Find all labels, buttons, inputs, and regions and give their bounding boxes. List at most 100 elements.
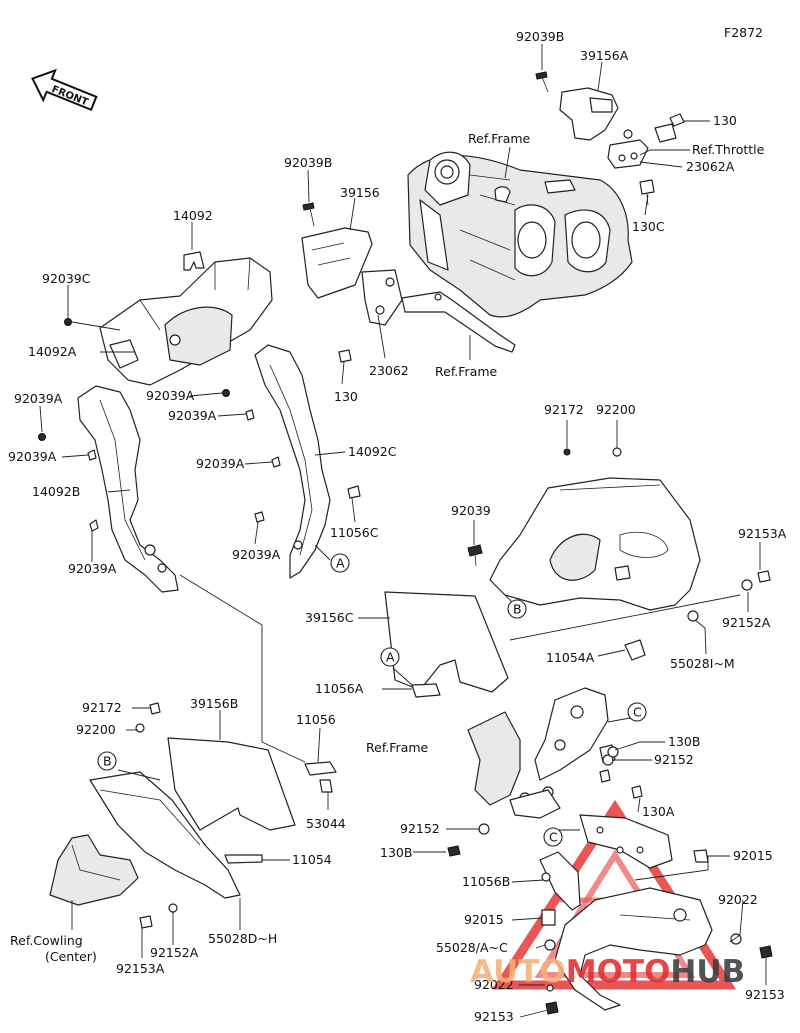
leader-lines — [39, 44, 767, 1018]
part-label-92022-left: 92022 — [474, 977, 514, 992]
inner-cowl-right — [489, 477, 701, 611]
part-label-92039: 92039 — [451, 503, 491, 518]
part-label-92152-top: 92152 — [654, 752, 694, 767]
part-label-92039a-1: 92039A — [14, 391, 63, 406]
bracket-39156a — [559, 87, 677, 169]
small-parts-left-icon — [135, 702, 178, 929]
part-label-92039c: 92039C — [42, 271, 91, 286]
stay-11056 — [304, 761, 337, 793]
bolt-130-center-icon — [338, 349, 352, 363]
part-label-39156b: 39156B — [190, 696, 238, 711]
clip-92039-icon — [467, 544, 483, 567]
callout-c-1: C — [627, 702, 647, 722]
callout-b-2: B — [97, 751, 117, 771]
callout-a-1: A — [330, 553, 350, 573]
part-label-92015-left: 92015 — [464, 912, 504, 927]
inner-cowl-bottom-right — [554, 887, 713, 1011]
part-label-11056a: 11056A — [315, 681, 364, 696]
part-label-92152-bottom: 92152 — [400, 821, 440, 836]
part-label-92039a-2: 92039A — [146, 388, 195, 403]
ref-cowling-label: Ref.Cowling — [10, 933, 83, 948]
part-label-11056: 11056 — [296, 712, 336, 727]
part-label-92022-right: 92022 — [718, 892, 758, 907]
part-label-92172-left: 92172 — [82, 700, 122, 715]
part-label-92153-left: 92153 — [474, 1009, 514, 1024]
bolt-130-top-icon — [669, 113, 685, 127]
main-frame-drawing — [407, 151, 633, 318]
clip-14092-icon — [183, 251, 205, 271]
part-label-92039b-center: 92039B — [284, 155, 332, 170]
part-label-92039a-7: 92039A — [232, 547, 281, 562]
part-label-130b-top: 130B — [668, 734, 700, 749]
callout-c-2: C — [543, 827, 563, 847]
front-arrow-icon: FRONT — [31, 68, 98, 112]
cover-14092a — [99, 257, 273, 386]
part-label-11056c: 11056C — [330, 525, 379, 540]
part-label-14092a: 14092A — [28, 344, 77, 359]
part-label-92039a-6: 92039A — [196, 456, 245, 471]
ref-frame-top-label: Ref.Frame — [468, 131, 531, 146]
figure-code: F2872 — [724, 25, 763, 40]
part-label-92153-right: 92153 — [745, 987, 785, 1002]
callout-b-1: B — [507, 599, 527, 619]
part-label-53044: 53044 — [306, 816, 346, 831]
part-label-39156a: 39156A — [580, 48, 629, 63]
part-label-130b-bottom: 130B — [380, 845, 412, 860]
part-label-39156c: 39156C — [305, 610, 354, 625]
cover-14092c — [254, 344, 331, 579]
part-label-92200-left: 92200 — [76, 722, 116, 737]
callout-c-1-text: C — [633, 705, 642, 720]
ref-cowling-center-label: (Center) — [45, 949, 97, 964]
ref-cowling-center-part — [49, 834, 139, 906]
panel-39156c — [384, 591, 509, 693]
callout-a-1-text: A — [336, 556, 345, 571]
part-label-130c: 130C — [632, 219, 665, 234]
part-label-55028-a-c: 55028/A~C — [436, 940, 508, 955]
screw-92039b-top-icon — [535, 71, 549, 93]
part-label-11056b: 11056B — [462, 874, 510, 889]
part-label-92039a-5: 92039A — [68, 561, 117, 576]
cover-14092b — [77, 385, 179, 593]
screw-92039b-center-icon — [302, 202, 315, 227]
part-label-23062: 23062 — [369, 363, 409, 378]
part-label-92172-right: 92172 — [544, 402, 584, 417]
part-label-14092b: 14092B — [32, 484, 80, 499]
part-label-92015-right: 92015 — [733, 848, 773, 863]
frame-bracket-assembly — [467, 687, 673, 911]
part-label-130-top: 130 — [713, 113, 737, 128]
part-label-92153a-left: 92153A — [116, 961, 165, 976]
callout-a-2: A — [380, 647, 400, 667]
part-label-23062a: 23062A — [686, 159, 735, 174]
callout-c-2-text: C — [549, 830, 558, 845]
part-label-130-center: 130 — [334, 389, 358, 404]
callout-a-2-text: A — [386, 650, 395, 665]
part-label-55028i-m: 55028I~M — [670, 656, 735, 671]
part-label-92200-right: 92200 — [596, 402, 636, 417]
part-label-92153a-right: 92153A — [738, 526, 787, 541]
part-label-14092: 14092 — [173, 208, 213, 223]
screws-92039a-group-icon — [38, 318, 361, 532]
callout-b-2-text: B — [103, 754, 112, 769]
bracket-39156 — [301, 227, 516, 353]
ref-throttle-label: Ref.Throttle — [692, 142, 765, 157]
part-label-92039a-3: 92039A — [8, 449, 57, 464]
callout-b-1-text: B — [513, 602, 522, 617]
watermark-text: AUTOMOTOHUB — [470, 954, 745, 990]
part-label-11054: 11054 — [292, 852, 332, 867]
part-label-92039a-4: 92039A — [168, 408, 217, 423]
small-parts-right-icon — [563, 447, 771, 661]
panel-39156b — [167, 737, 296, 831]
part-label-14092c: 14092C — [348, 444, 397, 459]
part-label-39156: 39156 — [340, 185, 380, 200]
part-label-55028d-h: 55028D~H — [208, 931, 277, 946]
part-label-130a: 130A — [642, 804, 675, 819]
stay-11056a — [411, 683, 441, 698]
part-label-92152a-left: 92152A — [150, 945, 199, 960]
ref-frame-center-label: Ref.Frame — [435, 364, 498, 379]
small-parts-bottom-right-icon — [447, 746, 773, 1015]
cowl-left-bottom — [89, 771, 263, 899]
part-label-92039b-top: 92039B — [516, 29, 564, 44]
part-label-92152a-right: 92152A — [722, 615, 771, 630]
ref-frame-bottom-label: Ref.Frame — [366, 740, 429, 755]
